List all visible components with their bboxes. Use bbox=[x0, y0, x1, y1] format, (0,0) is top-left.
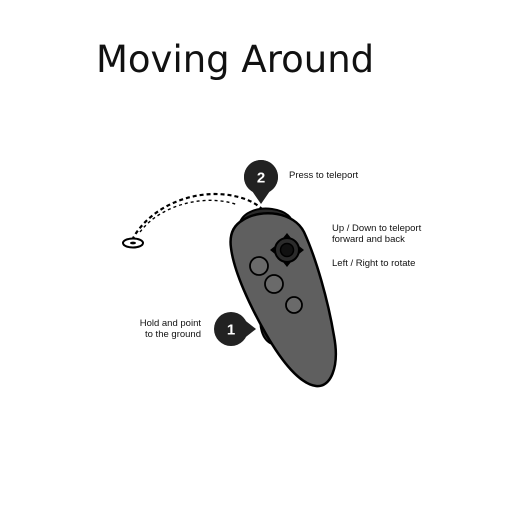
button-c bbox=[285, 296, 303, 314]
callout-2-number: 2 bbox=[257, 170, 265, 187]
teleport-target-icon bbox=[122, 237, 144, 249]
touchpad-icon bbox=[270, 233, 304, 267]
callout-1-number: 1 bbox=[227, 322, 235, 339]
teleport-arc bbox=[131, 193, 267, 241]
left-right-label: Left / Right to rotate bbox=[332, 258, 416, 269]
controller-icon bbox=[229, 207, 338, 388]
callout-2-label: Press to teleport bbox=[289, 170, 359, 181]
button-b bbox=[264, 274, 284, 294]
callout-1-label-line2: to the ground bbox=[145, 329, 201, 340]
button-a bbox=[249, 256, 269, 276]
callout-2-badge: 2 bbox=[243, 160, 278, 204]
up-down-label-line2: forward and back bbox=[332, 234, 405, 245]
teleport-arc-inner bbox=[139, 199, 239, 233]
page-title: Moving Around bbox=[96, 38, 375, 81]
callout-1-label-line1: Hold and point bbox=[139, 318, 201, 329]
up-down-label-line1: Up / Down to teleport bbox=[332, 223, 422, 234]
callout-1-badge: 1 bbox=[214, 312, 256, 346]
